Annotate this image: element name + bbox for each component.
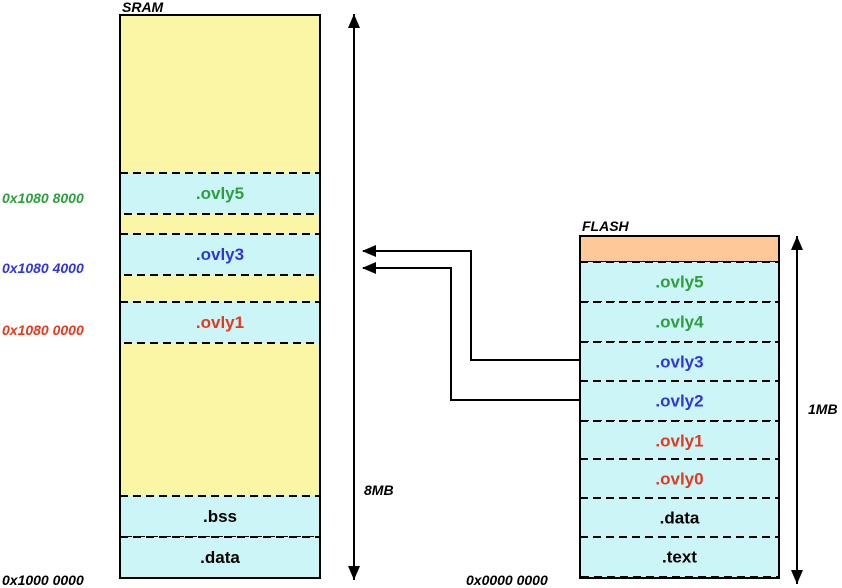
sram-size-label: 8MB [364, 482, 394, 498]
flash-header [579, 235, 780, 263]
flash-outline [579, 235, 780, 579]
sram-size-arrow-top-icon [348, 14, 360, 28]
flash-size-indicator: 1MB [791, 236, 838, 584]
overlay-connectors [362, 245, 580, 401]
flash-title: FLASH [582, 218, 630, 234]
flash-section-label: .ovly1 [655, 431, 703, 450]
flash-section-label: .ovly5 [655, 272, 703, 291]
sram-address-labels: 0x1080 8000 0x1080 4000 0x1080 0000 0x1000 … [2, 190, 84, 588]
flash-size-arrow-top-icon [791, 236, 803, 250]
sram-section-label: .ovly1 [196, 313, 244, 332]
sram-section-label: .ovly5 [196, 184, 244, 203]
flash-block: FLASH .ovly5.ovly4.ovly3.ovly2.ovly1.ovl… [466, 218, 780, 588]
ovly3-load-arrow [362, 245, 580, 361]
sram-size-arrow-bottom-icon [348, 566, 360, 580]
sram-address-label: 0x1080 0000 [2, 322, 84, 338]
flash-sections: .ovly5 .ovly4 .ovly3 .ovly2 .ovly1 .ovly0 .dat… [579, 261, 780, 578]
sram-outline [119, 14, 321, 579]
flash-size-arrow-bottom-icon [791, 570, 803, 584]
sram-block: SRAM .ovly5 .ovly3 .ovly1 .bss .data [119, 0, 321, 579]
flash-section-label: .text [662, 547, 697, 566]
flash-section-label: .ovly4 [655, 312, 704, 331]
sram-section-label: .data [200, 548, 240, 567]
sram-address-label: 0x1000 0000 [2, 572, 84, 588]
flash-section-label: .ovly2 [655, 391, 703, 410]
ovly2-load-arrow [362, 262, 580, 401]
sram-address-label: 0x1080 8000 [2, 190, 84, 206]
sram-address-label: 0x1080 4000 [2, 260, 84, 276]
flash-section-label: .ovly3 [655, 352, 703, 371]
flash-size-label: 1MB [808, 401, 838, 417]
flash-section-data [579, 497, 780, 539]
sram-background [119, 14, 321, 579]
flash-section-label: .ovly0 [655, 469, 703, 488]
sram-section-label: .ovly3 [196, 245, 244, 264]
flash-section-label: .data [660, 508, 700, 527]
flash-base-address: 0x0000 0000 [466, 572, 548, 588]
sram-section-label: .bss [203, 507, 237, 526]
flash-section-ovly3 [579, 341, 780, 383]
sram-title: SRAM [122, 0, 164, 15]
sram-size-indicator: 8MB [348, 14, 394, 580]
